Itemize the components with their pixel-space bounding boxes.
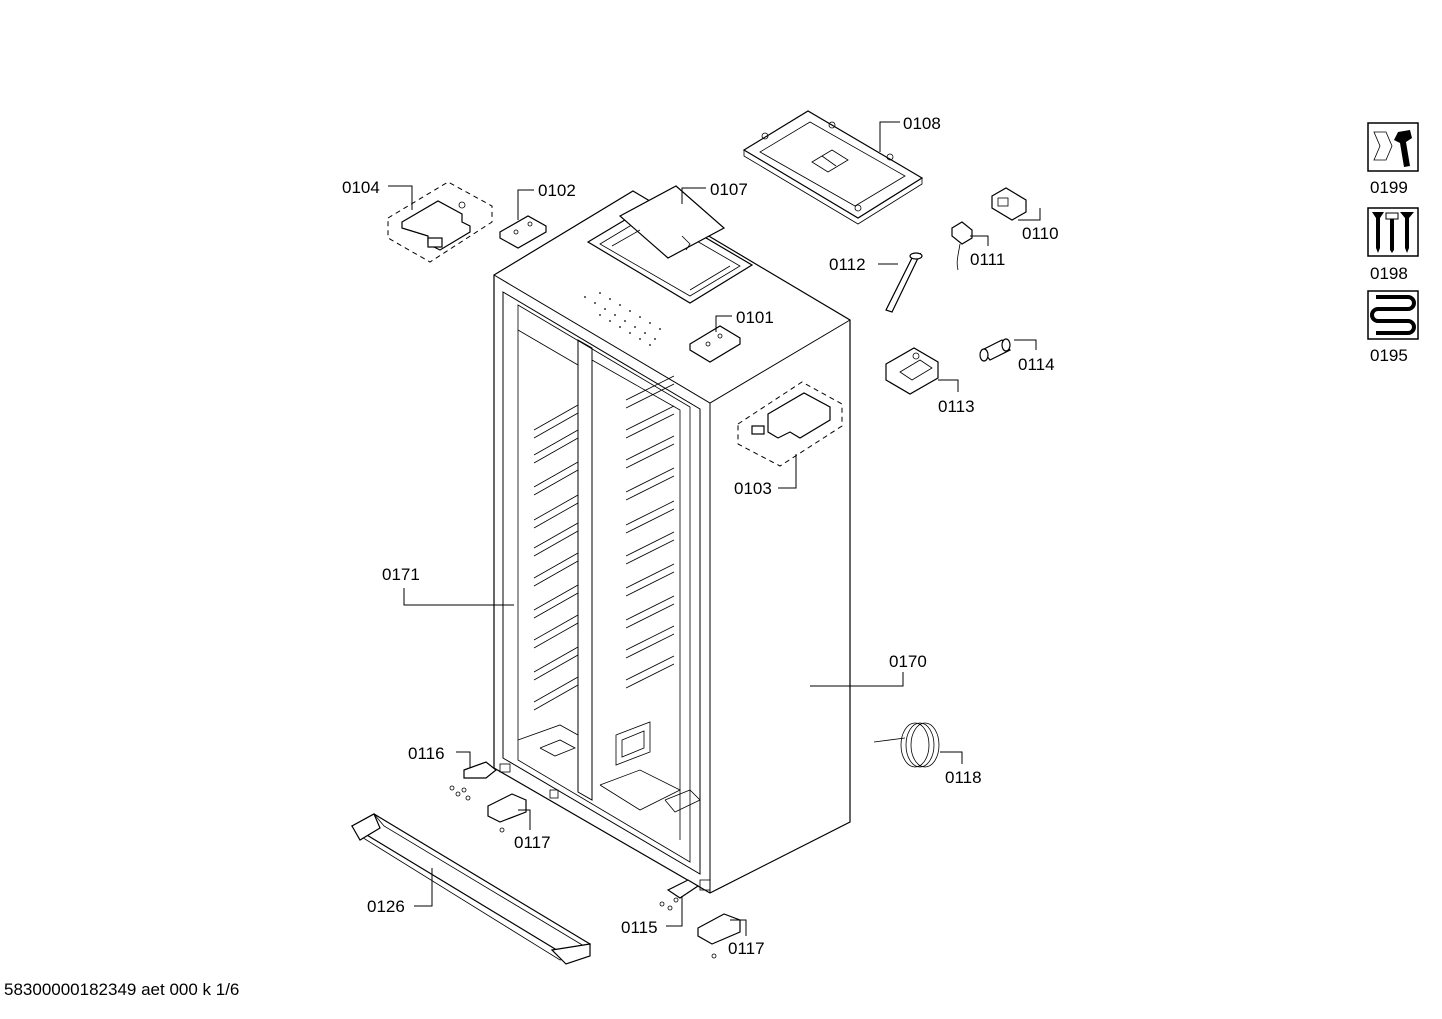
callout-0103: 0103 — [734, 479, 772, 498]
shelf-rails-left — [533, 404, 579, 711]
callout-0104: 0104 — [342, 178, 380, 197]
part-0112-rod — [885, 252, 923, 313]
callout-0108: 0108 — [903, 114, 941, 133]
callout-0117-upper: 0117 — [514, 833, 551, 852]
part-0114-roller — [979, 338, 1011, 362]
callout-0126: 0126 — [367, 897, 405, 916]
legend-screws: 0198 — [1367, 207, 1419, 283]
part-0126-base-rail — [350, 813, 592, 965]
legend-tool-kit: 0199 — [1367, 122, 1419, 197]
part-0111-sensor — [951, 221, 973, 271]
callout-0107: 0107 — [710, 180, 748, 199]
callout-0112: 0112 — [829, 255, 866, 274]
part-0107-control-housing — [586, 185, 754, 304]
callout-0115: 0115 — [621, 918, 658, 937]
cabinet-body — [493, 190, 851, 894]
part-0108-cover-plate — [742, 110, 924, 225]
shelf-rails-right — [625, 375, 675, 689]
part-0102-hinge-plate — [499, 215, 547, 249]
callout-0171: 0171 — [382, 565, 420, 584]
callout-labels: 0104 0102 0107 0108 0110 0111 0112 0101 … — [342, 114, 1059, 958]
tool-kit-icon — [1367, 122, 1419, 172]
part-0104-hinge-cover — [387, 181, 493, 263]
part-0110-switch — [991, 187, 1027, 221]
drawing-number-footer: 58300000182349 aet 000 k 1/6 — [4, 980, 240, 999]
callout-0102: 0102 — [538, 181, 576, 200]
part-0116-foot-bracket — [449, 761, 497, 801]
legend-label-0199: 0199 — [1370, 178, 1408, 197]
leader-lines — [388, 121, 1041, 936]
part-0118-coil — [873, 722, 940, 768]
callout-0118: 0118 — [945, 768, 982, 787]
top-vent-dots — [584, 292, 661, 346]
part-0103-hinge-cover — [737, 381, 843, 467]
callout-0114: 0114 — [1018, 355, 1055, 374]
part-0101-hinge-plate — [689, 325, 741, 363]
callout-0170: 0170 — [889, 652, 927, 671]
callout-0116: 0116 — [408, 744, 445, 763]
callout-0113: 0113 — [938, 397, 975, 416]
callout-0110: 0110 — [1022, 224, 1059, 243]
callout-0117-lower: 0117 — [728, 939, 765, 958]
part-0117-foot-lower — [697, 913, 741, 959]
legend-heater: 0195 — [1367, 290, 1419, 365]
part-0117-foot-upper — [487, 793, 527, 833]
legend-label-0195: 0195 — [1370, 346, 1408, 365]
part-0115-foot-bracket — [659, 879, 700, 911]
callout-0111: 0111 — [970, 250, 1005, 269]
legend-label-0198: 0198 — [1370, 264, 1408, 283]
part-0113-housing — [885, 347, 939, 395]
callout-0101: 0101 — [736, 308, 774, 327]
